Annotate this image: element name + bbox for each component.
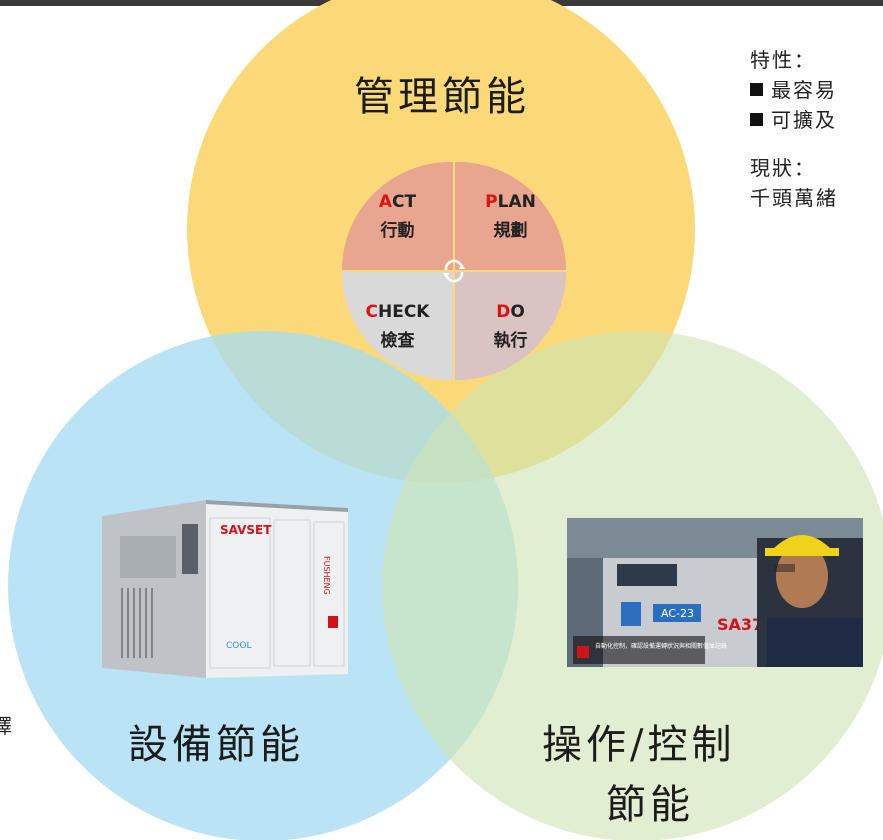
feature-bullet-2: 可擴及 xyxy=(750,104,837,133)
left-partial-text: 擇 xyxy=(0,714,14,738)
pdca-do-first-letter: D xyxy=(496,301,511,322)
features-label: 特性： xyxy=(750,48,816,72)
pdca-check-first-letter: C xyxy=(365,301,378,322)
pdca-do-quadrant: DO 執行 xyxy=(455,272,566,380)
pdca-plan-chinese: 規劃 xyxy=(493,220,528,241)
machine-side-brand-label: FUSHENG xyxy=(322,556,331,595)
pdca-check-quadrant: CHECK 檢查 xyxy=(342,272,453,380)
feature-bullet-2-text: 可擴及 xyxy=(771,108,837,132)
operation-circle-title-line2: 節能 xyxy=(606,782,694,828)
pdca-plan-first-letter: P xyxy=(485,191,498,212)
operator-photo-image: AC-23 SA37 自動化控制，確認設備運轉狀況與相關數值並記錄 xyxy=(567,518,863,667)
pdca-plan-quadrant: PLAN 規劃 xyxy=(455,162,566,270)
pdca-check-rest: HECK xyxy=(377,301,430,322)
pdca-act-quadrant: ACT 行動 xyxy=(342,162,453,270)
photo-caption: 自動化控制，確認設備運轉狀況與相關數值並記錄 xyxy=(595,642,727,650)
machine-panel-label: COOL xyxy=(226,641,251,651)
cycle-arrows-icon xyxy=(443,259,465,283)
air-compressor-image: SAVSET FUSHENG COOL xyxy=(102,500,348,678)
management-circle-title: 管理節能 xyxy=(354,74,530,120)
feature-bullet-1: 最容易 xyxy=(750,74,837,103)
machine-brand-label: SAVSET xyxy=(220,523,272,537)
pdca-do-rest: O xyxy=(510,301,525,322)
operation-circle-title-line1: 操作/控制 xyxy=(542,722,736,768)
pdca-cycle: ACT 行動 PLAN 規劃 CHECK 檢查 DO 執行 xyxy=(342,162,566,380)
pdca-do-chinese: 執行 xyxy=(493,330,528,351)
status-label: 現狀： xyxy=(750,156,816,180)
pdca-act-chinese: 行動 xyxy=(380,220,415,241)
bullet-square-icon xyxy=(750,113,763,126)
pdca-act-first-letter: A xyxy=(378,191,393,212)
photo-model-label: SA37 xyxy=(717,615,763,634)
photo-panel-label: AC-23 xyxy=(661,607,694,620)
pdca-plan-rest: LAN xyxy=(497,191,536,212)
status-text: 千頭萬緒 xyxy=(750,186,838,210)
bullet-square-icon xyxy=(750,83,763,96)
pdca-check-chinese: 檢查 xyxy=(380,330,415,351)
feature-bullet-1-text: 最容易 xyxy=(771,78,837,102)
pdca-act-rest: CT xyxy=(392,191,417,212)
equipment-circle-title: 設備節能 xyxy=(128,722,304,768)
